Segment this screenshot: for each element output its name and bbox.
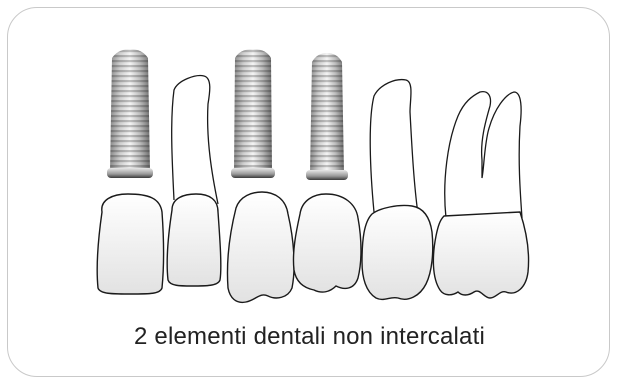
tooth-2-root	[172, 76, 218, 204]
tooth-5-root	[370, 80, 418, 214]
implant-4	[306, 53, 348, 180]
tooth-6-roots	[445, 92, 522, 218]
crown-6	[433, 212, 528, 298]
crown-5	[362, 205, 433, 299]
crown-3	[227, 192, 294, 302]
crown-4	[293, 194, 361, 292]
crown-2	[167, 194, 221, 286]
implant-1	[107, 49, 153, 178]
diagram-caption: 2 elementi dentali non intercalati	[0, 323, 619, 351]
implant-3	[231, 49, 275, 178]
crown-1	[97, 194, 163, 294]
